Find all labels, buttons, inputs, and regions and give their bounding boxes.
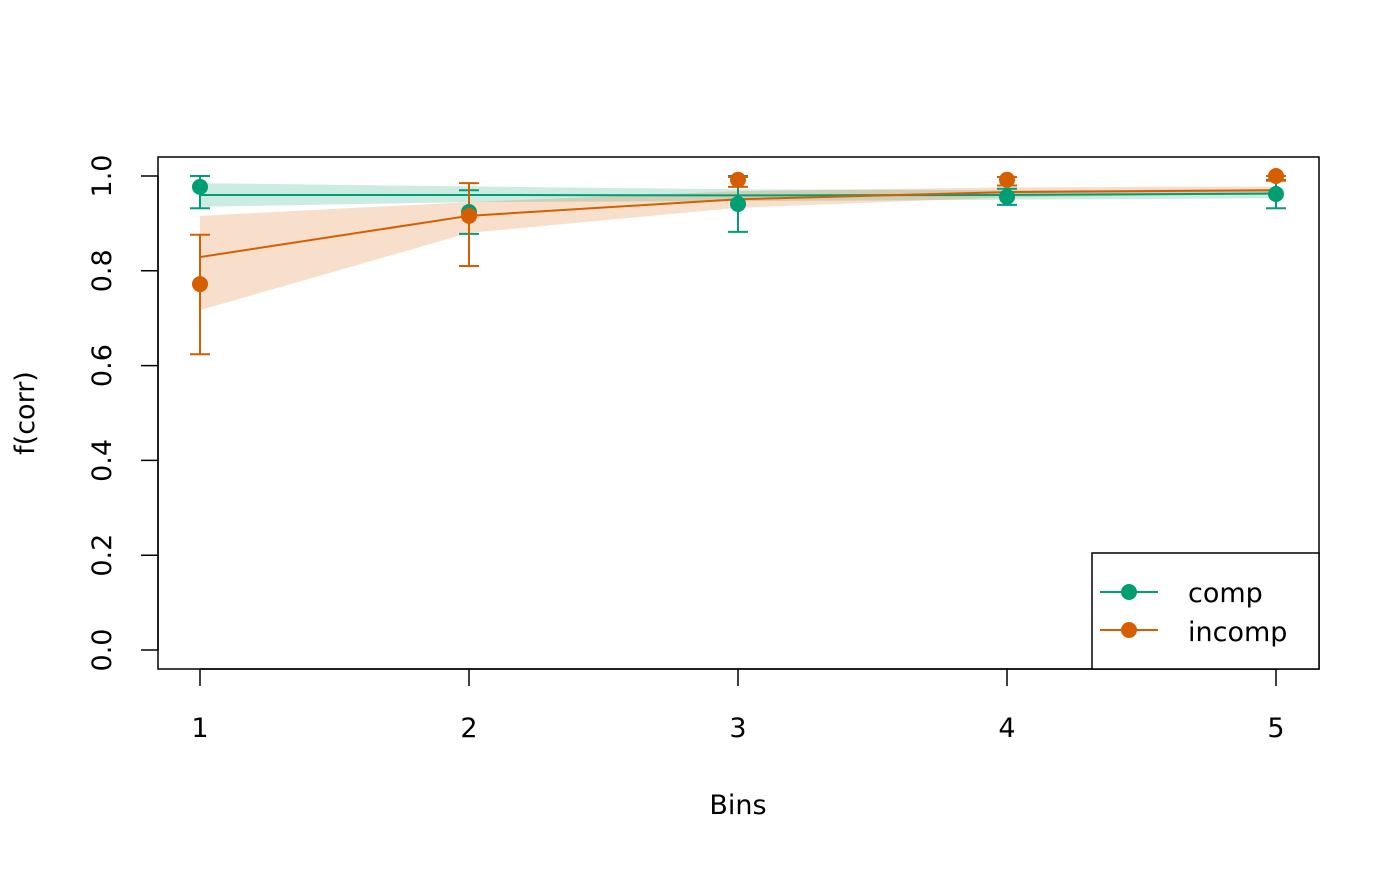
data-points <box>192 168 1284 293</box>
data-point-incomp <box>1268 168 1284 184</box>
y-axis-label: f(corr) <box>10 371 41 455</box>
y-tick-label: 0.0 <box>87 629 118 672</box>
data-point-comp <box>1268 186 1284 203</box>
data-point-comp <box>730 195 746 212</box>
data-point-comp <box>999 188 1015 205</box>
y-tick-label: 0.6 <box>87 344 118 387</box>
data-point-comp <box>192 178 208 195</box>
legend-marker-incomp <box>1121 622 1137 638</box>
x-tick-label: 5 <box>1267 713 1284 744</box>
legend-marker-comp <box>1121 584 1137 600</box>
y-tick-label: 0.4 <box>87 439 118 482</box>
x-axis-label: Bins <box>709 790 766 821</box>
legend-box <box>1091 552 1320 670</box>
data-point-incomp <box>461 207 477 224</box>
x-tick-label: 3 <box>729 713 746 744</box>
y-tick-label: 0.2 <box>87 534 118 577</box>
legend-label-comp: comp <box>1188 578 1263 609</box>
y-tick-label: 0.8 <box>87 249 118 292</box>
data-point-incomp <box>999 171 1015 188</box>
data-point-incomp <box>730 171 746 188</box>
x-tick-label: 4 <box>998 713 1015 744</box>
y-tick-label: 1.0 <box>87 155 118 198</box>
data-point-incomp <box>192 276 208 293</box>
x-axis: 1 2 3 4 5 <box>191 668 1285 744</box>
legend-label-incomp: incomp <box>1188 617 1287 648</box>
x-tick-label: 1 <box>191 713 208 744</box>
y-axis: 0.0 0.2 0.4 0.6 0.8 1.0 <box>87 155 159 672</box>
legend: comp incomp <box>1091 552 1320 670</box>
x-tick-label: 2 <box>460 713 477 744</box>
